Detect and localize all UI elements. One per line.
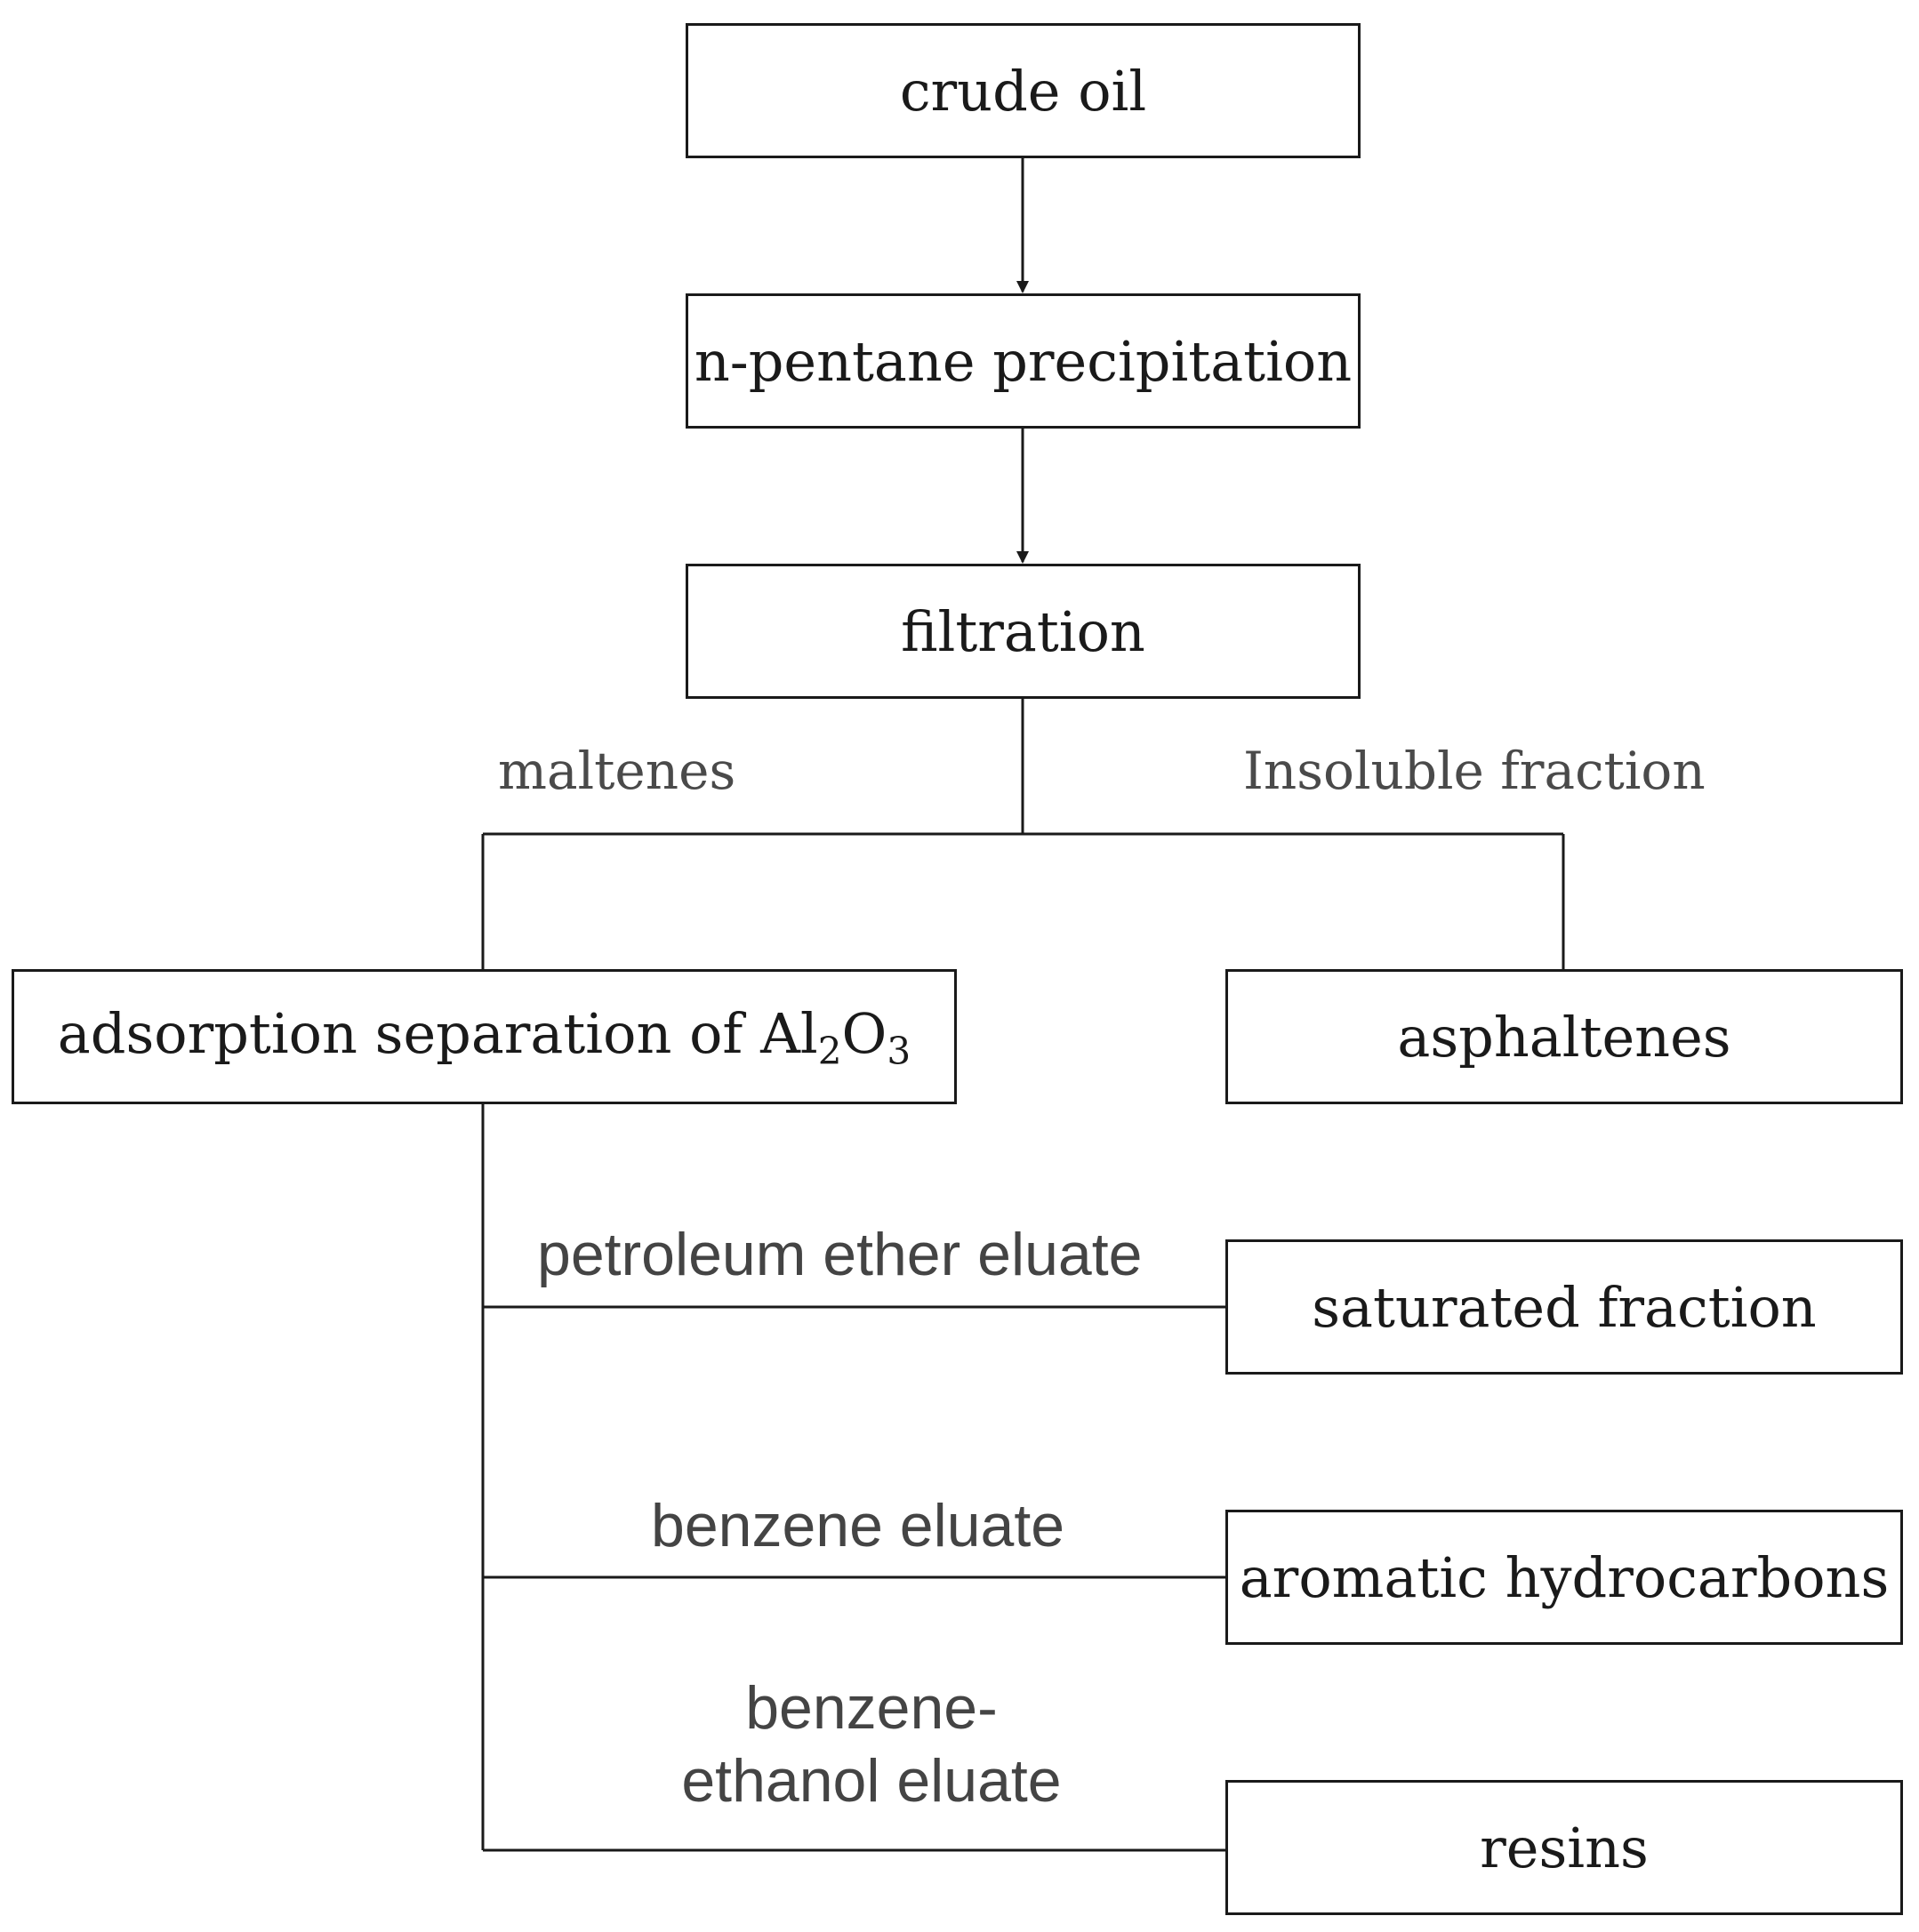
benzene-ethanol-line-2: ethanol eluate	[681, 1746, 1062, 1815]
crude-oil-label: crude oil	[899, 58, 1147, 124]
adsorption-label-mid: O	[841, 1000, 887, 1066]
resins-label: resins	[1480, 1815, 1649, 1880]
adsorption-label-sub1: 2	[817, 1029, 842, 1073]
adsorption-label-prefix: adsorption separation of Al	[57, 1000, 818, 1066]
crude-oil-box: crude oil	[686, 23, 1361, 158]
adsorption-box: adsorption separation of Al2O3	[12, 969, 957, 1104]
adsorption-label: adsorption separation of Al2O3	[58, 1001, 911, 1073]
petroleum-ether-eluate-label: petroleum ether eluate	[537, 1221, 1143, 1288]
benzene-ethanol-line-1: benzene-	[745, 1674, 998, 1742]
aromatic-hydrocarbons-box: aromatic hydrocarbons	[1225, 1510, 1903, 1645]
benzene-eluate-label: benzene eluate	[651, 1492, 1065, 1559]
filtration-label: filtration	[901, 598, 1145, 664]
adsorption-label-sub2: 3	[887, 1029, 911, 1073]
saturated-fraction-label: saturated fraction	[1312, 1274, 1817, 1340]
insoluble-fraction-label: Insoluble fraction	[1243, 741, 1706, 801]
aromatic-hydrocarbons-label: aromatic hydrocarbons	[1239, 1544, 1890, 1610]
asphaltenes-label: asphaltenes	[1397, 1004, 1731, 1070]
maltenes-label: maltenes	[498, 741, 736, 801]
saturated-fraction-box: saturated fraction	[1225, 1239, 1903, 1375]
precipitation-box: n-pentane precipitation	[686, 293, 1361, 429]
benzene-ethanol-eluate-label: benzene- ethanol eluate	[649, 1672, 1094, 1817]
asphaltenes-box: asphaltenes	[1225, 969, 1903, 1104]
resins-box: resins	[1225, 1780, 1903, 1915]
filtration-box: filtration	[686, 564, 1361, 699]
precipitation-label: n-pentane precipitation	[694, 328, 1353, 394]
